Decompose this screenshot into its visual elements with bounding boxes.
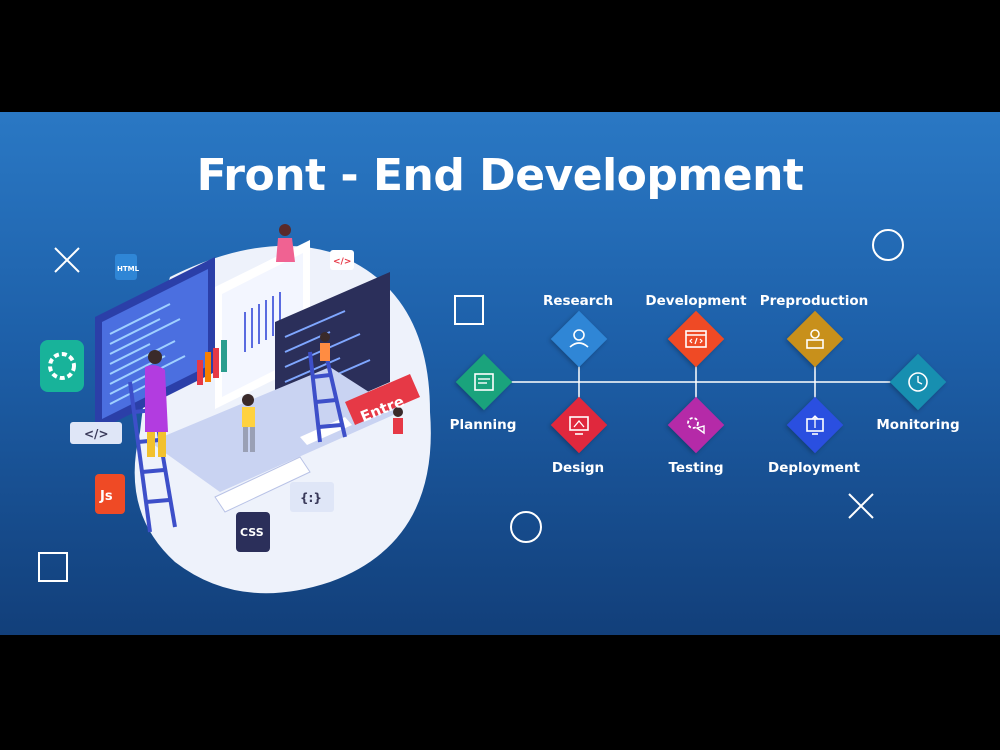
deployment-icon bbox=[806, 415, 824, 435]
step-label: Monitoring bbox=[876, 417, 960, 433]
slash-tag: </> bbox=[333, 257, 351, 267]
x-mark-icon bbox=[848, 493, 874, 519]
development-icon bbox=[685, 330, 707, 348]
design-icon bbox=[569, 416, 589, 435]
js-tag: Js bbox=[99, 489, 113, 504]
circle-outline-icon bbox=[510, 511, 542, 543]
square-outline-icon bbox=[38, 552, 68, 582]
step-label: Testing bbox=[668, 460, 724, 476]
step-label: Development bbox=[645, 293, 747, 309]
code-tag: </> bbox=[84, 427, 109, 441]
step-label: Planning bbox=[449, 417, 517, 433]
step-label: Design bbox=[551, 460, 605, 476]
step-testing bbox=[666, 395, 726, 455]
step-label: Deployment bbox=[767, 460, 861, 476]
testing-icon bbox=[687, 417, 705, 435]
developers-illustration: Entre HTML </> Js CSS {:} </> bbox=[40, 224, 431, 594]
planning-icon bbox=[474, 373, 494, 391]
banner: Front - End Development bbox=[0, 112, 1000, 635]
monitoring-icon bbox=[908, 372, 928, 392]
preproduction-icon bbox=[806, 329, 824, 349]
step-research bbox=[549, 309, 609, 369]
square-outline-icon bbox=[454, 295, 484, 325]
step-design bbox=[549, 395, 609, 455]
page-title: Front - End Development bbox=[196, 150, 804, 201]
step-preproduction bbox=[785, 309, 845, 369]
step-label: Research bbox=[542, 293, 614, 309]
x-mark-icon bbox=[54, 247, 80, 273]
step-planning bbox=[454, 352, 514, 412]
step-label: Preproduction bbox=[759, 293, 869, 309]
step-deployment bbox=[785, 395, 845, 455]
css-tag: CSS bbox=[240, 526, 264, 539]
research-icon bbox=[569, 329, 589, 348]
html-tag: HTML bbox=[117, 265, 140, 273]
braces-tag: {:} bbox=[300, 491, 322, 505]
process-timeline: Planning Research Design bbox=[0, 112, 1000, 635]
step-development bbox=[666, 309, 726, 369]
step-monitoring bbox=[888, 352, 948, 412]
circle-outline-icon bbox=[872, 229, 904, 261]
